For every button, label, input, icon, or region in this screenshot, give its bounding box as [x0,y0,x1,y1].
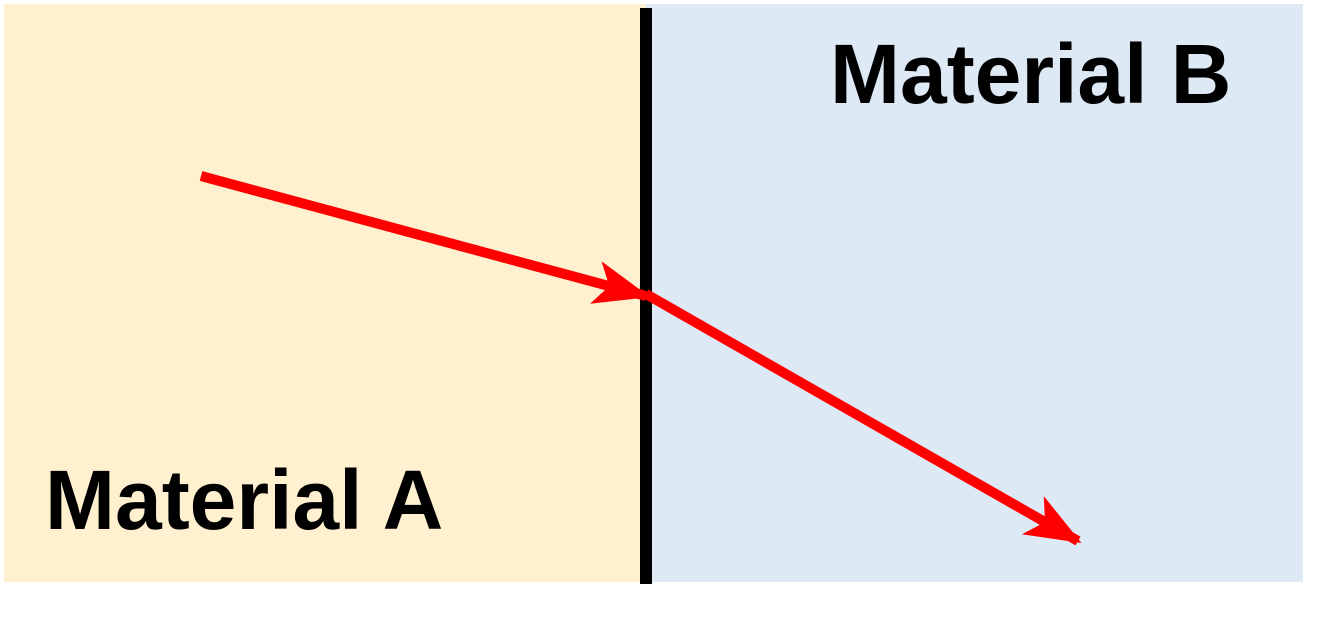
material-a-region [4,4,646,582]
material-b-label: Material B [830,27,1231,121]
refracted-ray [643,289,1082,546]
incident-ray [199,171,650,304]
material-a-label: Material A [45,453,443,547]
